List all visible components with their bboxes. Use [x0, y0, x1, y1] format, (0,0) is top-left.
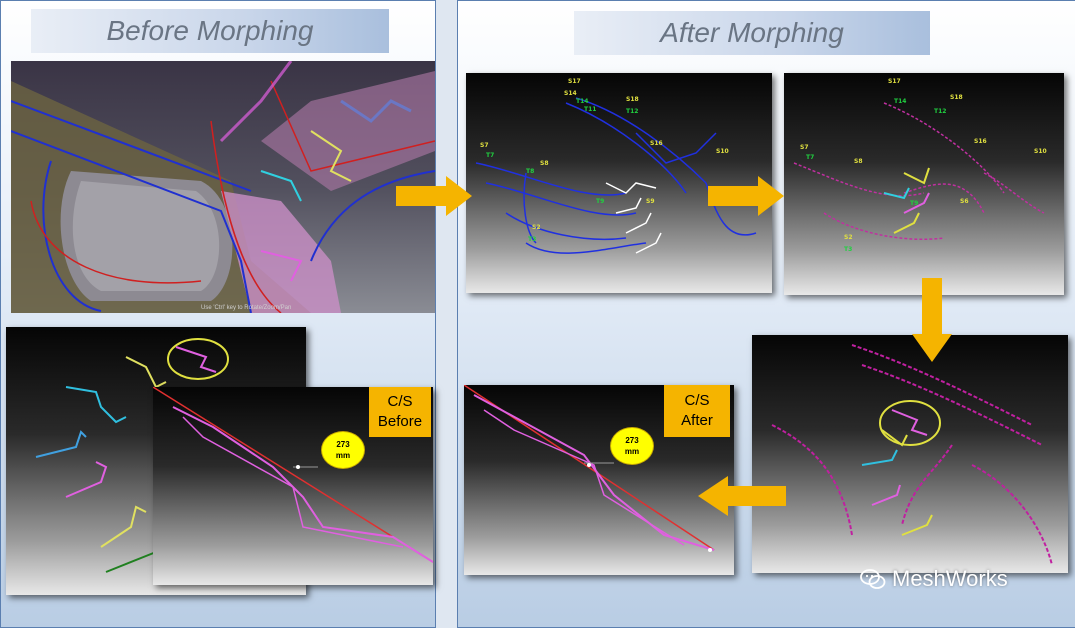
measure-after-badge: 273 mm — [610, 427, 654, 465]
svg-text:S16: S16 — [650, 140, 663, 147]
arrow-down-icon — [912, 278, 952, 362]
svg-text:S6: S6 — [960, 198, 969, 205]
svg-text:T14: T14 — [576, 98, 588, 105]
svg-text:T12: T12 — [934, 108, 946, 115]
svg-text:T7: T7 — [806, 154, 814, 161]
cs-before-view: C/S Before 273 mm — [153, 387, 433, 585]
measure-before-unit: mm — [335, 451, 351, 460]
measure-after-value: 273 — [625, 436, 639, 445]
svg-text:S8: S8 — [854, 158, 863, 165]
brand-name: MeshWorks — [892, 566, 1008, 591]
svg-text:T9: T9 — [910, 200, 918, 207]
arrow-left-icon — [698, 476, 786, 516]
measure-after-unit: mm — [624, 447, 640, 456]
before-title: Before Morphing — [31, 9, 389, 53]
svg-text:T7: T7 — [486, 152, 494, 159]
before-title-text: Before Morphing — [106, 15, 314, 46]
svg-text:S10: S10 — [716, 148, 729, 155]
cs-after-view: C/S After 273 mm — [464, 385, 734, 575]
svg-text:S18: S18 — [950, 94, 963, 101]
svg-text:T11: T11 — [584, 106, 596, 113]
before-cad-view: Use 'Ctrl' key to Rotate/Zoom/Pan — [11, 61, 435, 313]
svg-text:S16: S16 — [974, 138, 987, 145]
after-title: After Morphing — [574, 11, 930, 55]
svg-text:S8: S8 — [540, 160, 549, 167]
svg-text:S17: S17 — [568, 78, 581, 85]
svg-text:T9: T9 — [596, 198, 604, 205]
svg-text:T3: T3 — [844, 246, 852, 253]
svg-text:S7: S7 — [480, 142, 489, 149]
brand-watermark: MeshWorks — [860, 566, 1008, 592]
svg-text:S10: S10 — [1034, 148, 1047, 155]
cs-before-line1: C/S — [387, 393, 413, 410]
after-title-text: After Morphing — [660, 17, 844, 48]
svg-text:T8: T8 — [526, 168, 534, 175]
cs-before-label: C/S Before — [369, 387, 431, 437]
svg-text:T3: T3 — [528, 236, 536, 243]
before-panel: Before Morphing Use 'Ctrl' key to Rotate… — [0, 0, 436, 628]
cs-after-label: C/S After — [664, 385, 730, 437]
svg-text:S18: S18 — [626, 96, 639, 103]
svg-text:S7: S7 — [800, 144, 809, 151]
svg-text:S2: S2 — [844, 234, 853, 241]
svg-text:T12: T12 — [626, 108, 638, 115]
svg-text:S14: S14 — [564, 90, 577, 97]
svg-text:S9: S9 — [646, 198, 655, 205]
measure-before-value: 273 — [336, 440, 350, 449]
cs-after-line1: C/S — [684, 392, 710, 409]
cs-after-line2: After — [681, 412, 713, 429]
svg-text:S2: S2 — [532, 224, 541, 231]
measure-before-badge: 273 mm — [321, 431, 365, 469]
wechat-icon — [860, 569, 886, 589]
svg-text:S17: S17 — [888, 78, 901, 85]
cs-before-line2: Before — [377, 413, 423, 430]
after-view-3 — [752, 335, 1068, 573]
svg-text:T14: T14 — [894, 98, 906, 105]
viewer-caption: Use 'Ctrl' key to Rotate/Zoom/Pan — [201, 305, 292, 311]
arrow-right-icon — [396, 176, 472, 216]
arrow-right-icon-2 — [708, 176, 784, 216]
